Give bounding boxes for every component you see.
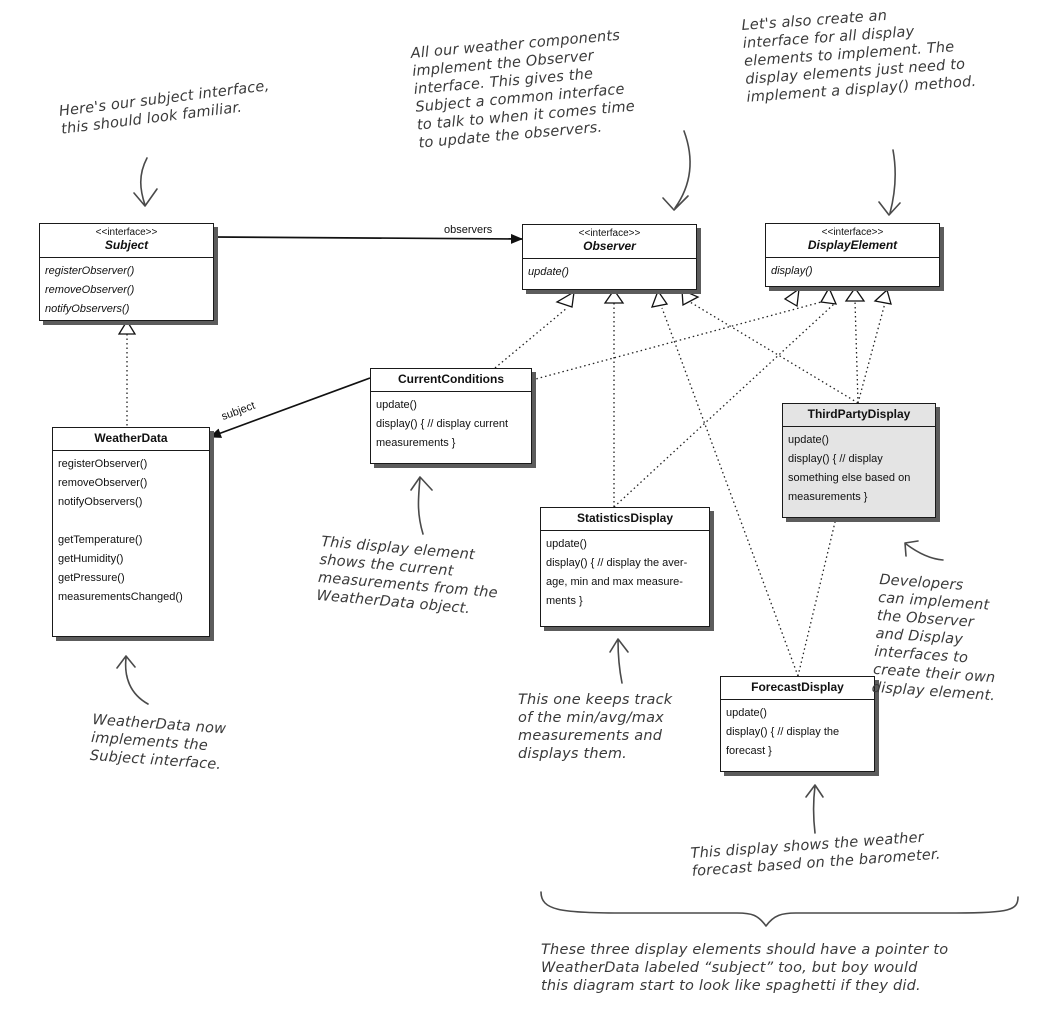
displayelement-realization-triangle-4: [873, 288, 892, 305]
forecastdisplay-class-box: ForecastDisplay update() display() { // …: [720, 676, 875, 772]
weatherdata-class-box: WeatherData registerObserver() removeObs…: [52, 427, 210, 637]
displayelement-realization-triangle-1: [783, 287, 800, 308]
statisticsdisplay-class-box: StatisticsDisplay update() display() { /…: [540, 507, 710, 627]
class-header: <<interface>> DisplayElement: [766, 224, 939, 258]
method-list: registerObserver() removeObserver() noti…: [40, 258, 213, 323]
forecast-implements-displayelement: [797, 517, 837, 677]
class-name: ThirdPartyDisplay: [807, 407, 911, 421]
class-header: ThirdPartyDisplay: [783, 404, 935, 427]
weather-note: WeatherData now implements the Subject i…: [89, 711, 227, 774]
subject-interface-box: <<interface>> Subject registerObserver()…: [39, 223, 214, 321]
observers-association: [213, 233, 523, 244]
class-header: WeatherData: [53, 428, 209, 451]
bottom-note: These three display elements should have…: [541, 942, 949, 994]
subject-realization-triangle: [117, 319, 137, 335]
method-list: update() display() { // display current …: [371, 392, 531, 457]
class-name: ForecastDisplay: [751, 680, 844, 694]
method-list: display(): [766, 258, 939, 285]
method-item: getTemperature(): [58, 534, 143, 546]
method-item: registerObserver(): [58, 458, 148, 470]
method-item: display() { // display the aver- age, mi…: [546, 557, 688, 607]
observer-interface-box: <<interface>> Observer update(): [522, 224, 697, 290]
method-item: display() { // display something else ba…: [788, 453, 911, 503]
method-item: removeObserver(): [58, 477, 148, 489]
subject-association: [209, 377, 371, 438]
observer-realization-triangle-1: [555, 290, 575, 308]
stats-note: This one keeps track of the min/avg/max …: [518, 692, 673, 762]
forecast-note-arrow: [805, 784, 824, 834]
observers-label: observers: [444, 224, 493, 236]
stereotype-label: <<interface>>: [821, 227, 884, 238]
class-name: DisplayElement: [807, 238, 898, 252]
method-list: update() display() { // display the fore…: [721, 700, 874, 765]
method-item: update(): [788, 434, 829, 446]
method-list: registerObserver() removeObserver() noti…: [53, 451, 209, 611]
class-header: <<interface>> Observer: [523, 225, 696, 259]
observer-note-arrow: [662, 130, 691, 211]
class-header: CurrentConditions: [371, 369, 531, 392]
stereotype-label: <<interface>>: [95, 227, 158, 238]
thirdpartydisplay-class-box: ThirdPartyDisplay update() display() { /…: [782, 403, 936, 518]
displayelement-interface-box: <<interface>> DisplayElement display(): [765, 223, 940, 287]
developers-note: Developers can implement the Observer an…: [871, 571, 996, 705]
currentconditions-implements-observer: [494, 307, 568, 369]
method-separator: [58, 512, 204, 531]
method-item: removeObserver(): [45, 284, 135, 296]
method-item: notifyObservers(): [45, 303, 130, 315]
class-name: WeatherData: [94, 431, 168, 445]
class-header: <<interface>> Subject: [40, 224, 213, 258]
observer-note: All our weather components implement the…: [410, 27, 636, 152]
currentconditions-class-box: CurrentConditions update() display() { /…: [370, 368, 532, 464]
display-note-arrow: [878, 149, 901, 216]
displayelement-realization-triangle-3: [844, 286, 866, 302]
thirdparty-implements-displayelement-1: [854, 300, 859, 404]
method-item: display() { // display the forecast }: [726, 726, 840, 757]
class-name: Subject: [104, 238, 149, 252]
displayelement-realization-triangle-2: [819, 286, 838, 305]
method-item: update(): [726, 707, 767, 719]
observer-realization-triangle-3: [650, 289, 669, 308]
current-note-arrow: [410, 476, 433, 535]
currentconditions-implements-displayelement: [531, 300, 826, 381]
method-item: update(): [546, 538, 587, 550]
subject-note-arrow: [133, 157, 158, 207]
grouping-brace: [540, 891, 1019, 927]
method-item: measurementsChanged(): [58, 591, 183, 603]
class-header: ForecastDisplay: [721, 677, 874, 700]
observer-realization-triangle-4: [681, 288, 700, 307]
class-name: CurrentConditions: [398, 372, 504, 386]
method-item: display(): [771, 265, 813, 277]
stats-note-arrow: [609, 638, 629, 684]
class-name: StatisticsDisplay: [576, 511, 674, 525]
display-note: Let's also create an interface for all d…: [741, 7, 977, 106]
observer-realization-triangle-2: [603, 288, 625, 304]
developers-note-arrow: [904, 540, 944, 561]
weather-note-arrow: [116, 655, 149, 705]
method-item: getHumidity(): [58, 553, 124, 565]
class-name: Observer: [583, 239, 636, 253]
stereotype-label: <<interface>>: [578, 228, 641, 239]
method-item: registerObserver(): [45, 265, 135, 277]
method-list: update() display() { // display the aver…: [541, 531, 709, 615]
thirdparty-implements-displayelement-2: [857, 302, 886, 404]
method-item: update(): [376, 399, 417, 411]
statistics-implements-displayelement: [613, 303, 835, 508]
method-item: getPressure(): [58, 572, 125, 584]
method-item: update(): [528, 266, 569, 278]
method-list: update() display() { // display somethin…: [783, 427, 935, 511]
class-header: StatisticsDisplay: [541, 508, 709, 531]
method-item: notifyObservers(): [58, 496, 143, 508]
method-item: display() { // display current measureme…: [376, 418, 509, 449]
thirdparty-implements-observer: [689, 301, 859, 404]
method-list: update(): [523, 259, 696, 286]
